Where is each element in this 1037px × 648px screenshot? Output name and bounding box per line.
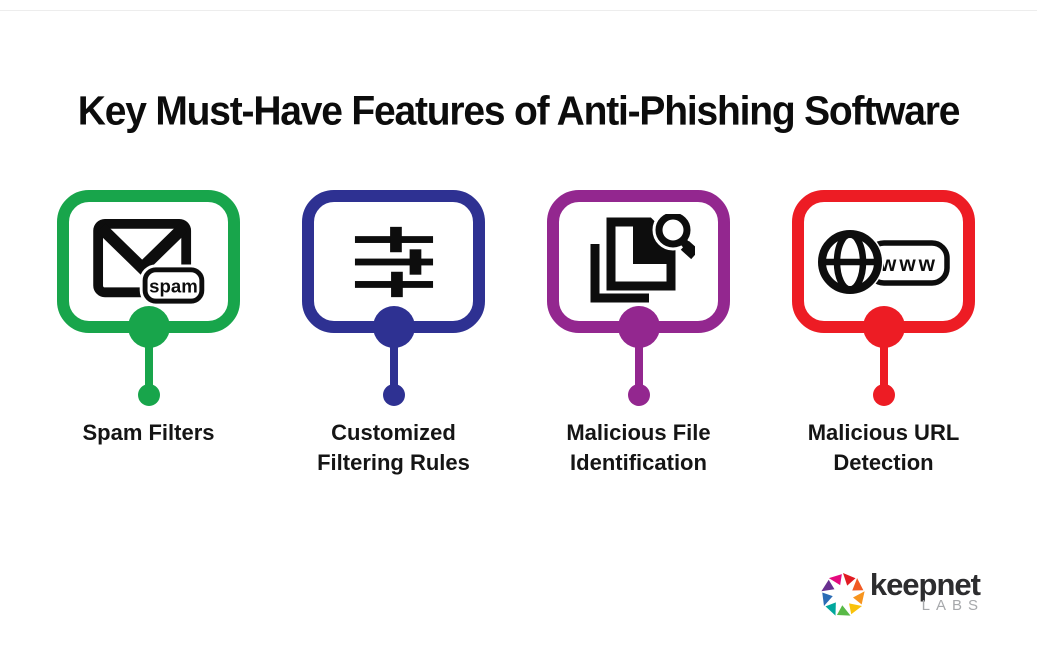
feature-malicious-url-detection: www Malicious URL Detection [792,190,975,475]
document-search-icon [590,213,695,302]
spam-email-icon: spam [92,218,206,307]
connector-stem [144,327,153,395]
logo-division-text: LABS [921,597,984,614]
filter-sliders-icon [354,226,433,297]
pinwheel-blades [821,573,865,616]
feature-malicious-file-identification: Malicious File Identification [547,190,730,475]
connector-dot-small [872,384,895,406]
connector-stem [389,327,398,395]
feature-label: Spam Filters [82,420,215,445]
svg-text:spam: spam [149,275,198,296]
feature-card [547,190,730,333]
logo-brand-text: keepnet [869,567,981,602]
feature-label: Malicious File Identification [566,420,711,475]
connector-stem [634,327,643,395]
globe-www-icon: www [816,228,950,295]
connector-stem [879,327,888,395]
top-divider [0,10,1037,11]
keepnet-pinwheel-icon [821,573,865,616]
connector-dot-small [137,384,160,406]
feature-spam-filters: spam Spam Filters [57,190,240,445]
page-title: Key Must-Have Features of Anti-Phishing … [77,89,961,134]
connector-dot-small [627,384,650,406]
feature-card: spam [57,190,240,333]
keepnet-labs-logo: keepnet LABS [820,567,981,618]
connector-dot-small [382,384,405,406]
feature-label: Customized Filtering Rules [317,420,470,475]
feature-label: Malicious URL Detection [807,420,960,475]
feature-customized-filtering-rules: Customized Filtering Rules [302,190,485,475]
svg-text:www: www [878,253,937,276]
